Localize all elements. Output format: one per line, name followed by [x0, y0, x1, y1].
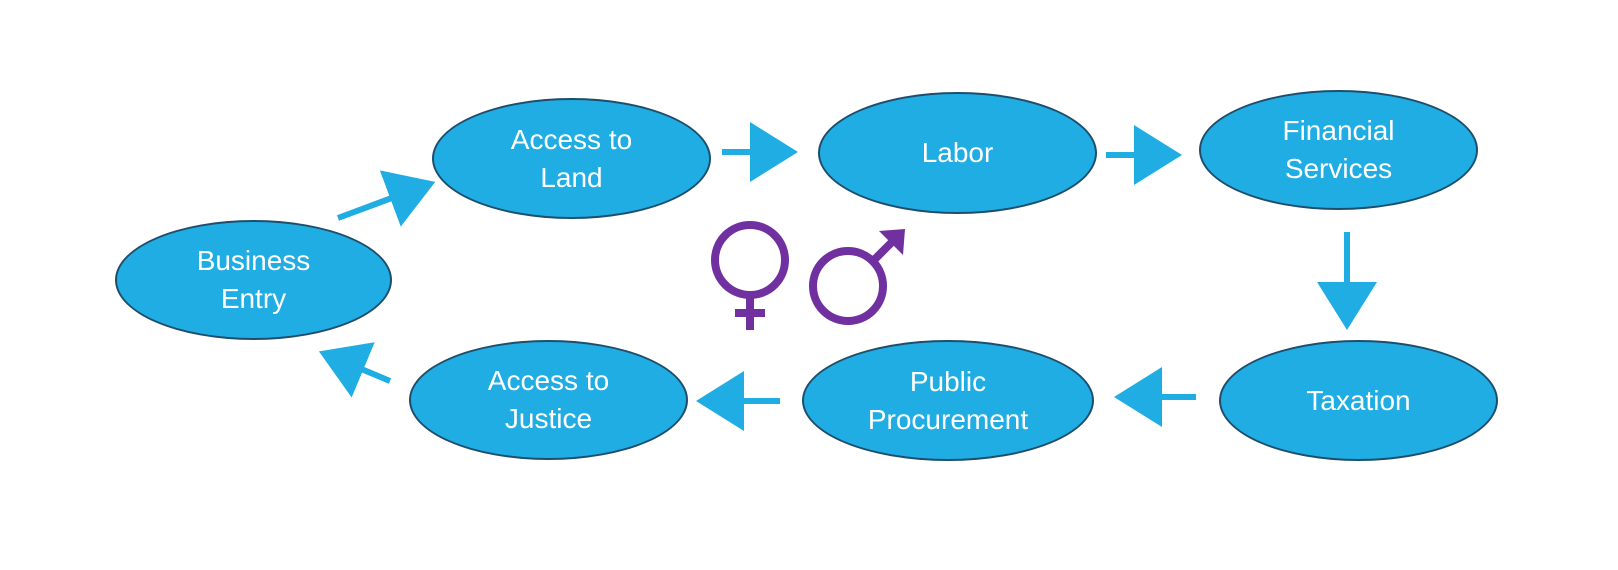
node-label-public-procurement: Public Procurement: [867, 365, 1029, 435]
arrow-access-to-justice-to-business-entry: [318, 342, 392, 398]
node-label-financial-services: Financial Services: [1282, 115, 1395, 184]
node-label-access-to-land: Access to Land: [510, 123, 633, 193]
male-symbol-icon: [809, 229, 905, 325]
node-label-taxation: Taxation: [1306, 384, 1411, 416]
node-labor: Labor: [818, 92, 1097, 214]
node-business-entry: Business Entry: [115, 220, 392, 340]
arrow-business-entry-to-access-to-land: [336, 170, 436, 227]
node-label-labor: Labor: [921, 137, 994, 168]
node-financial-services: Financial Services: [1199, 90, 1478, 210]
node-taxation: Taxation: [1219, 340, 1498, 461]
female-symbol-icon: [711, 221, 789, 330]
node-access-to-justice: Access to Justice: [409, 340, 688, 460]
node-public-procurement: Public Procurement: [802, 340, 1094, 461]
node-label-access-to-justice: Access to Justice: [487, 365, 610, 434]
node-access-to-land: Access to Land: [432, 98, 711, 219]
node-label-business-entry: Business Entry: [196, 245, 311, 314]
